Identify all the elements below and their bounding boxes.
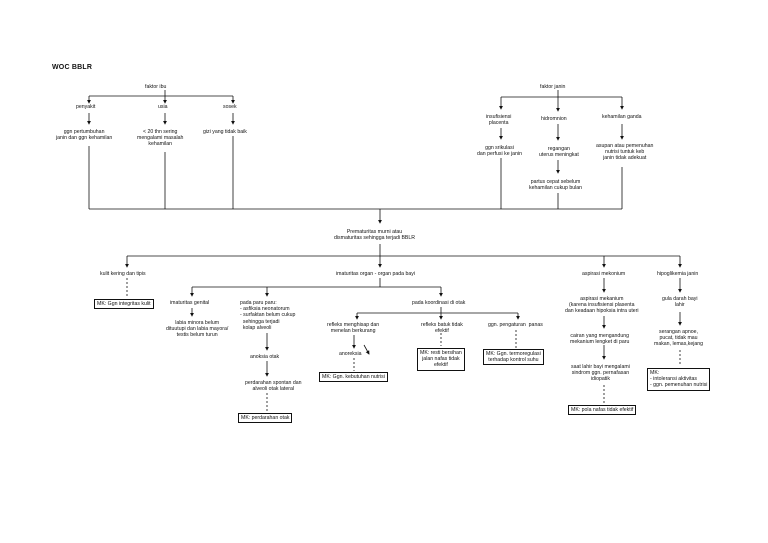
node-anoreksia: anoreksia: [339, 351, 362, 357]
mk-nutrisi: MK: Ggn. kebutuhan nutrisi: [319, 372, 388, 383]
node-koordinasi: pada koordinasi di otak: [412, 300, 466, 306]
node-kehamilan-ganda: kehamilan ganda: [602, 114, 642, 120]
node-faktor-janin: faktor janin: [540, 84, 566, 90]
node-gizi: gizi yang tidak baik: [203, 129, 247, 135]
node-insufisiensi: insufisiensi placenta: [486, 114, 512, 127]
node-regangan: regangan uterus meningkat: [539, 146, 579, 159]
node-cairan: cairan yang mengandung mekanium lengket …: [570, 333, 630, 346]
arrow: [363, 344, 370, 355]
node-hipoglikemia: hipoglikemia janin: [657, 271, 699, 277]
node-ggn-pertumbuhan: ggn pertumbuhan janin dan ggn kehamilan: [56, 129, 113, 142]
node-anoksia: anoksia otak: [250, 354, 280, 360]
node-gula: gula darah bayi lahir: [662, 296, 698, 309]
node-usia: usia: [158, 104, 168, 110]
node-partus: partus cepat sebelum kehamilan cukup bul…: [529, 179, 583, 192]
node-paru: pada paru paru: - asfiksia neonatorum - …: [240, 300, 296, 331]
mk-intoleransi: MK: - intoleransi aktivitas - ggn. pemen…: [647, 368, 711, 391]
mk-perdarahan-otak: MK: perdarahan otak: [238, 413, 293, 424]
node-aspirasi: aspirasi mekonium: [582, 271, 626, 277]
node-labia: labia minora belum dituutupi dan labia m…: [166, 320, 229, 339]
node-refleks-menghisap: refleks menghisap dan menelan berkurang: [327, 322, 380, 335]
mk-termoregulasi: MK: Ggn. termoregulasi terhadap kontrol …: [483, 349, 544, 366]
node-refleks-batuk: refleks batuk tidak efektif: [421, 322, 463, 335]
node-prematuritas: Prematuritas murni atau dismaturitas seh…: [334, 229, 416, 242]
node-saat-lahir: saat lahir bayi mengalami sindrom ggn. p…: [571, 364, 630, 383]
node-serangan: serangan apnoe, pucat, tidak mau makan, …: [654, 329, 704, 348]
node-perdarahan: perdarahan spontan dan alveoli otak late…: [245, 380, 302, 393]
node-ggn-sirkulasi: ggn srikulasi dan perfusi ke janin: [477, 145, 522, 158]
mk-integritas-kulit: MK: Ggn integritas kulit: [94, 299, 154, 310]
node-hidramnion: hidromnion: [541, 116, 567, 122]
node-pengaturan-panas: ggn. pengaturan panas: [488, 322, 543, 328]
mk-jalan-nafas: MK: resti bersihan jalan nafas tidak efe…: [417, 348, 465, 371]
node-sosek: sosek: [223, 104, 237, 110]
mk-pola-nafas: MK: pola nafas tidak efektif: [568, 405, 637, 416]
node-imaturitas: imaturitas organ - organ pada bayi: [336, 271, 416, 277]
node-usia-20: < 20 thn sering mengalami masalah kehami…: [137, 129, 184, 148]
node-imaturitas-genital: imaturitas genital: [170, 300, 210, 306]
node-penyakit: penyakit: [76, 104, 96, 110]
node-aspirasi-mekanium: aspirasi mekanium (karena insufisiensi p…: [565, 296, 639, 315]
node-faktor-ibu: faktor ibu: [145, 84, 167, 90]
page-title: WOC BBLR: [52, 64, 93, 71]
node-asupan: asupan atau pemenuhan nutrisi tuntuk keb…: [596, 143, 654, 162]
node-kulit: kulit kering dan tipis: [100, 271, 146, 277]
